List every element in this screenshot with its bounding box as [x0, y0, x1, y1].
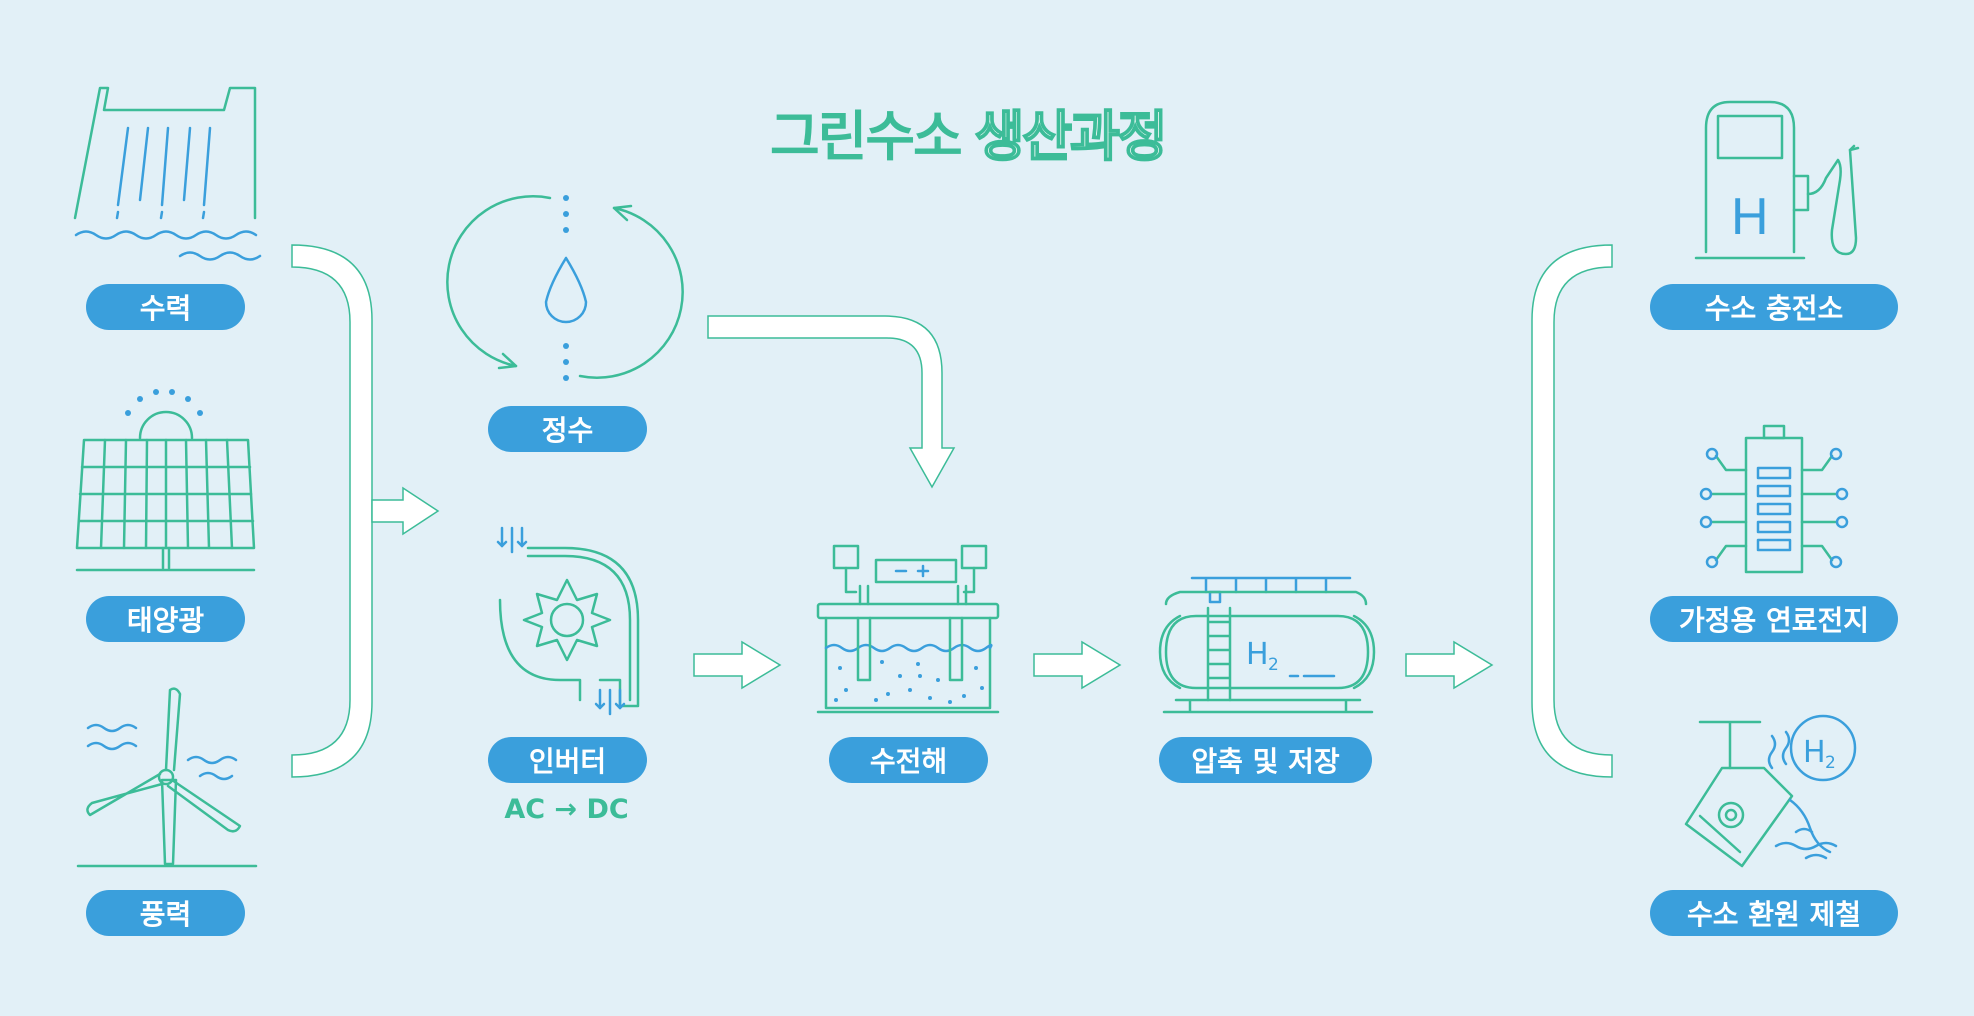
svg-text:2: 2: [1268, 655, 1279, 675]
label-compression-storage: 압축 및 저장: [1159, 737, 1372, 783]
label-solar: 태양광: [86, 596, 245, 642]
left-bracket: [291, 244, 373, 778]
label-wind: 풍력: [86, 890, 245, 936]
label-inverter: 인버터: [488, 737, 647, 783]
svg-text:H: H: [1731, 188, 1769, 246]
arrow-sources: [371, 486, 440, 536]
label-electrolysis: 수전해: [829, 737, 988, 783]
label-hydrogen-steelmaking: 수소 환원 제철: [1650, 890, 1898, 936]
arrow-storage: [1405, 640, 1494, 690]
label-hydro: 수력: [86, 284, 245, 330]
label-hydrogen-station: 수소 충전소: [1650, 284, 1898, 330]
water-cycle-icon: [446, 195, 684, 381]
hydrogen-pump-icon: H: [1694, 100, 1860, 260]
label-ac-dc: AC → DC: [504, 794, 629, 825]
svg-text:H: H: [1246, 637, 1269, 672]
electrolysis-tank-icon: [816, 544, 1000, 714]
title-part-2: 생산과정: [974, 104, 1169, 169]
fuel-cell-battery-icon: [1699, 424, 1849, 574]
solar-panel-icon: [75, 389, 256, 572]
inverter-turbine-icon: [496, 526, 640, 716]
storage-tank-icon: H 2: [1158, 576, 1376, 714]
arrow-inverter: [693, 640, 782, 690]
steel-ladle-icon: H 2: [1684, 714, 1857, 868]
label-home-fuel-cell: 가정용 연료전지: [1650, 596, 1898, 642]
arrow-water: [707, 315, 956, 489]
arrow-electrolysis: [1033, 640, 1122, 690]
svg-text:2: 2: [1825, 753, 1836, 773]
title-part-1: 그린수소: [770, 105, 963, 168]
right-bracket: [1531, 244, 1613, 778]
hydro-dam-icon: [73, 86, 262, 261]
label-purification: 정수: [488, 406, 647, 452]
wind-turbine-icon: [76, 687, 258, 868]
svg-text:H: H: [1803, 735, 1826, 770]
